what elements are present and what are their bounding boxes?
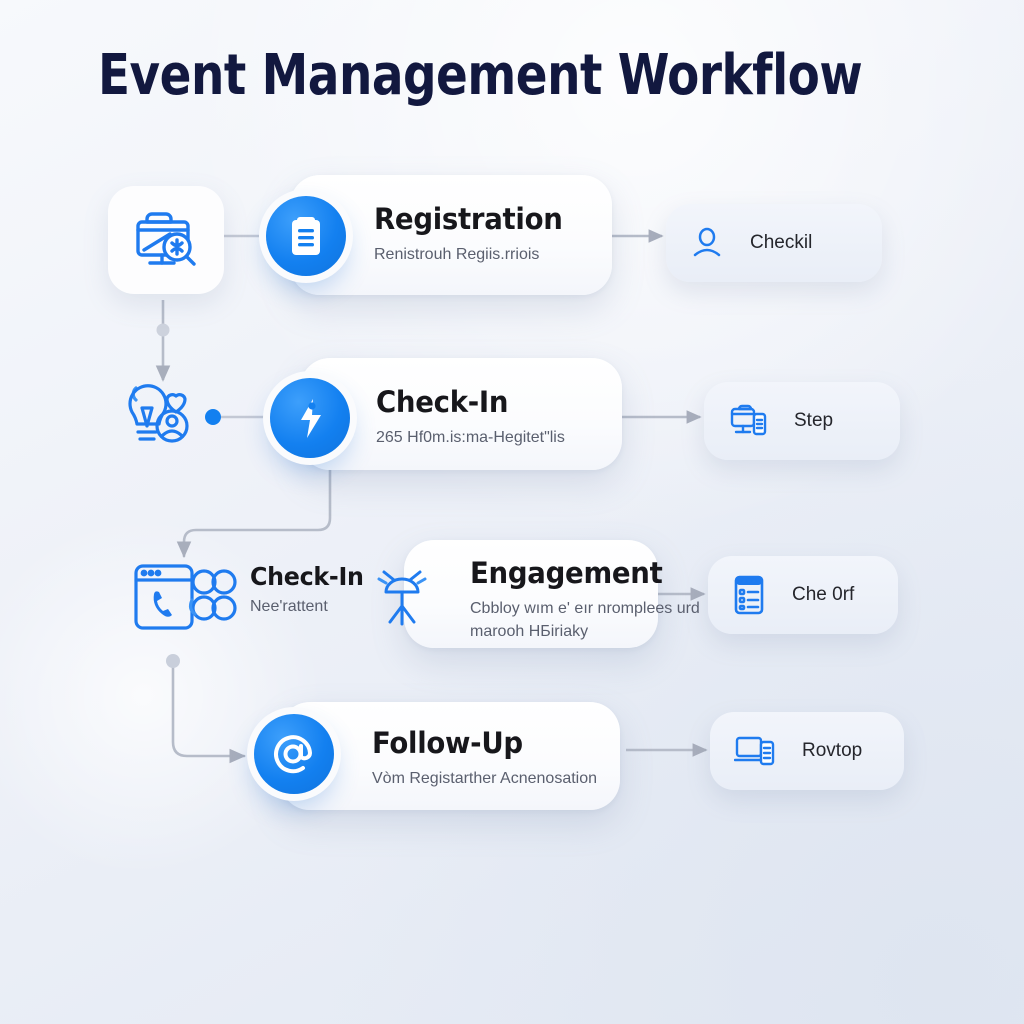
connector-row2-to-row3 [176,468,332,558]
monitor-device-icon [728,402,768,440]
step-badge-registration[interactable] [266,196,346,276]
lightning-bolt-icon [290,395,330,441]
clipboard-icon [285,213,327,259]
step-text-engagement: Engagement Cbbloy wım e' eır nromplees u… [470,556,705,643]
side-card-checkil[interactable]: Checkil [666,204,882,282]
step-text-registration: Registration Renistrouh Regiis.rriois [374,202,572,266]
connector-row3-to-row4 [166,654,246,764]
user-icon [690,226,724,260]
side-card-che-0rf[interactable]: Che 0rf [708,556,898,634]
step-card-check-in[interactable] [300,358,622,470]
step-subtitle-check-in: 265 Hf0m.is:ma-Hegitet"lis [376,429,565,446]
laptop-tablet-icon [734,733,776,769]
step-subtitle-follow-up: Vòm Registarther Acnenosation [372,770,598,787]
step-title-follow-up: Follow-Up [372,726,523,760]
side-card-label-rovtop: Rovtop [802,740,863,761]
side-card-label-che-0rf: Che 0rf [792,584,855,605]
step-subtitle-registration: Renistrouh Regiis.rriois [374,246,540,263]
step-title-check-in-inline: Check-In [250,562,364,591]
deco-tile-check-in [112,378,212,462]
deco-tile-registration [108,186,224,294]
side-card-label-step: Step [794,410,834,431]
step-title-engagement: Engagement [470,556,663,590]
side-card-rovtop[interactable]: Rovtop [710,712,904,790]
monitor-search-icon [126,204,206,276]
lightbulb-heart-icon [112,378,212,462]
deco-tile-check-in-inline [130,556,246,648]
step-subtitle-engagement: Cbbloy wım e' eır nromplees urd marooh H… [470,600,700,640]
step-text-check-in-inline: Check-In Nee'rattent [250,562,370,618]
step-card-engagement[interactable] [404,540,658,648]
step-text-follow-up: Follow-Up Vòm Registarther Acnenosation [372,726,597,790]
deco-tile-engagement [372,558,432,630]
at-sign-icon [270,730,318,778]
side-card-step[interactable]: Step [704,382,900,460]
connector-row1-to-row2 [155,300,171,382]
page-title: Event Management Workflow [98,43,863,108]
antenna-broadcast-icon [372,558,432,630]
step-title-check-in: Check-In [376,385,509,419]
step-badge-check-in[interactable] [270,378,350,458]
side-card-label-checkil: Checkil [750,232,813,253]
connector-row2-in [205,409,272,425]
step-badge-follow-up[interactable] [254,714,334,794]
step-card-follow-up[interactable] [280,702,620,810]
browser-phone-icon [130,556,246,648]
form-list-icon [732,574,766,616]
step-text-check-in: Check-In 265 Hf0m.is:ma-Hegitet"lis [376,385,565,449]
step-title-registration: Registration [374,202,563,236]
step-subtitle-check-in-inline: Nee'rattent [250,598,328,615]
